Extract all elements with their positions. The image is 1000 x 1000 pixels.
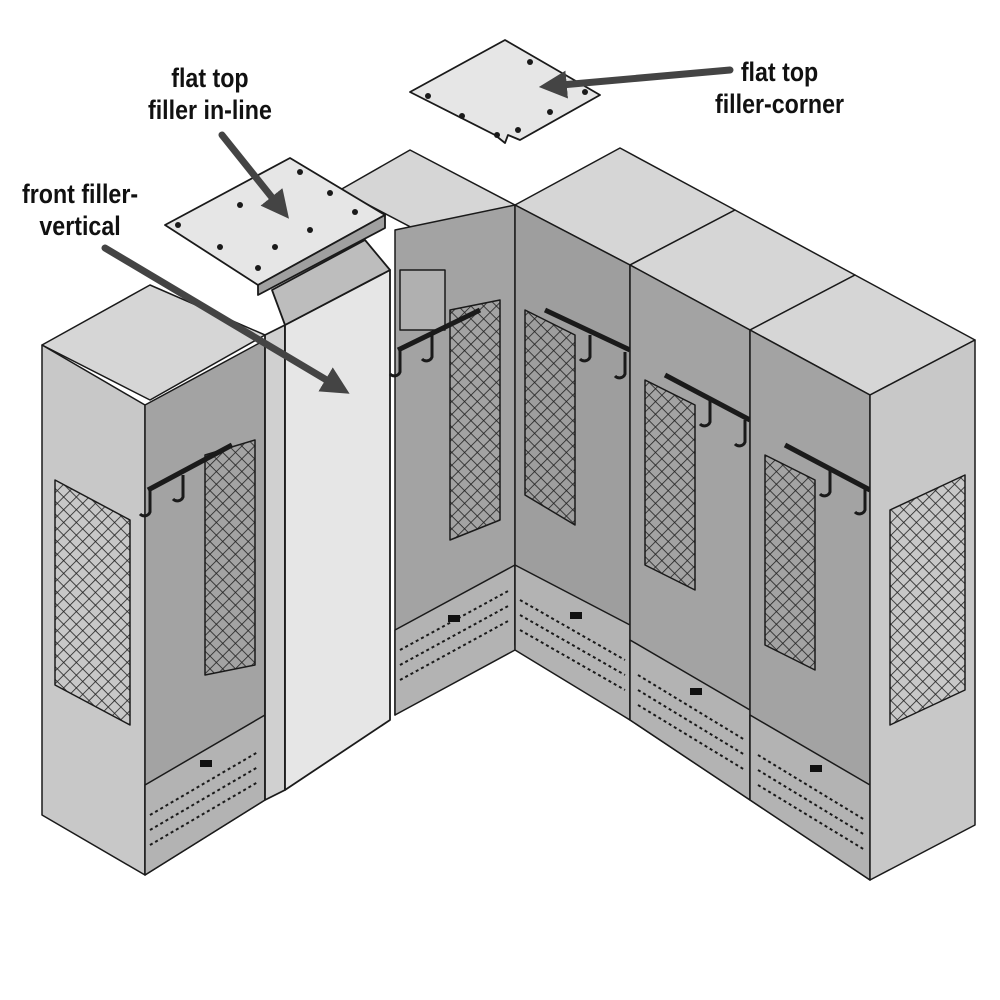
label-flat-top-filler-inline: flat top filler in-line — [148, 62, 272, 126]
arrow-icon — [538, 66, 734, 99]
front-filler-vertical-panel — [264, 239, 391, 801]
mesh-panel-a — [449, 299, 501, 541]
coat-rod-b — [543, 307, 632, 353]
bolt-hole — [425, 93, 431, 99]
drawer-vent-row — [399, 604, 511, 666]
mesh-side-right — [889, 474, 966, 726]
drawer-handle — [448, 615, 460, 622]
arrow-icon — [101, 244, 350, 394]
coat-hook-icon — [733, 420, 747, 448]
bolt-hole — [237, 202, 243, 208]
drawer-handle — [200, 760, 212, 767]
right-locker-row — [629, 209, 976, 881]
coat-hook-icon — [420, 335, 434, 363]
mesh-side-left — [54, 479, 131, 726]
bolt-hole — [297, 169, 303, 175]
vent-slot-a — [399, 269, 446, 331]
coat-hook-icon — [388, 350, 402, 378]
label-line: flat top — [740, 57, 819, 87]
bolt-hole — [255, 265, 261, 271]
drawer-vent-row — [399, 619, 511, 681]
drawer-vent-row — [149, 766, 259, 831]
coat-hook-icon — [698, 400, 712, 428]
drawer-vent-row — [519, 599, 626, 661]
drawer-vent-row — [519, 614, 626, 676]
drawer-vent-row — [757, 754, 866, 821]
drawer-vent-row — [637, 704, 746, 771]
label-front-filler-vertical: front filler- vertical — [22, 178, 138, 242]
coat-hook-icon — [853, 488, 867, 516]
coat-hook-icon — [171, 475, 185, 503]
bolt-hole — [582, 89, 588, 95]
left-locker — [41, 284, 266, 876]
mesh-panel-d — [764, 454, 816, 671]
bolt-hole — [307, 227, 313, 233]
filler-top-block — [271, 239, 391, 326]
bolt-hole — [527, 59, 533, 65]
drawer-vent-row — [637, 689, 746, 756]
coat-hook-icon — [578, 335, 592, 363]
drawer-vent-row — [757, 784, 866, 851]
bolt-hole — [494, 132, 500, 138]
bolt-hole — [175, 222, 181, 228]
label-line: filler in-line — [148, 95, 272, 125]
drawer-vent-row — [149, 781, 259, 846]
filler-side-strip — [264, 324, 286, 801]
coat-hook-icon — [613, 352, 627, 380]
mesh-panel-b — [524, 309, 576, 526]
bolt-hole — [515, 127, 521, 133]
bolt-hole — [272, 244, 278, 250]
bolt-hole — [327, 190, 333, 196]
arrows — [101, 66, 734, 394]
mesh-panel-c — [644, 379, 696, 591]
flat-top-filler-corner-plate — [409, 39, 601, 144]
drawer-vent-row — [519, 629, 626, 691]
coat-rod-c — [663, 372, 752, 423]
label-line: front filler- — [22, 179, 139, 209]
bolt-hole — [352, 209, 358, 215]
flat-top-filler-inline-plate — [164, 157, 386, 296]
coat-rod-d — [783, 442, 872, 493]
label-line: flat top — [171, 63, 249, 93]
coat-hook-icon — [818, 470, 832, 498]
coat-rod-a — [396, 307, 482, 353]
label-flat-top-filler-corner: flat top filler-corner — [715, 56, 844, 120]
label-line: filler-corner — [715, 89, 845, 119]
drawer-handle — [570, 612, 582, 619]
corner-locker — [514, 147, 736, 721]
drawer-vent-row — [149, 751, 259, 816]
filler-front-face — [284, 269, 391, 791]
drawer-handle — [810, 765, 822, 772]
bolt-hole — [217, 244, 223, 250]
drawer-handle — [690, 688, 702, 695]
coat-hook-icon — [138, 490, 152, 518]
mesh-panel-left — [204, 439, 256, 676]
coat-rod-left — [146, 442, 234, 493]
corner-plate-top — [409, 39, 601, 144]
inline-plate-edge — [257, 214, 386, 296]
bolt-hole — [547, 109, 553, 115]
label-line: vertical — [39, 211, 121, 241]
arrow-icon — [218, 131, 289, 219]
drawer-vent-row — [637, 674, 746, 741]
bolt-hole — [459, 113, 465, 119]
drawer-vent-row — [757, 769, 866, 836]
